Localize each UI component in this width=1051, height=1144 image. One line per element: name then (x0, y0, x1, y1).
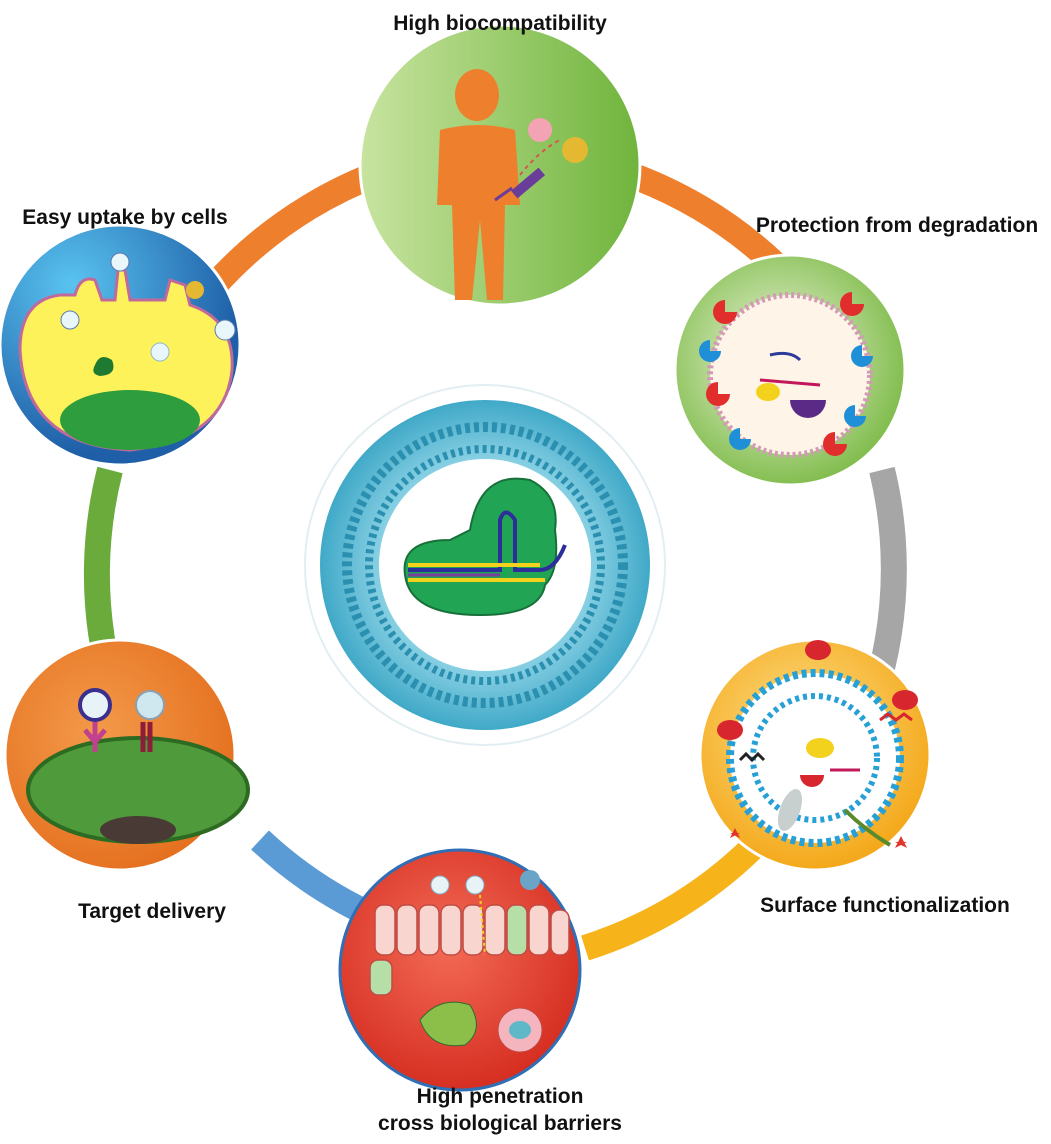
label-protection-from-degradation: Protection from degradation (756, 214, 1038, 237)
human-silhouette-icon (437, 69, 520, 300)
protease-pacman-icon (729, 428, 751, 450)
ring-segment-right (869, 466, 907, 672)
ligand-icon (717, 720, 743, 740)
cargo-protein-icon (790, 400, 826, 418)
node-easy-uptake (0, 223, 242, 467)
pathogen-icon (528, 118, 552, 142)
protease-pacman-icon (851, 345, 873, 367)
nucleus-icon (100, 816, 176, 844)
liposome-outer-bilayer (342, 422, 628, 708)
label-target-delivery: Target delivery (78, 900, 226, 923)
antibody-icon (777, 789, 803, 831)
ligand-icon (805, 640, 831, 660)
nanoparticle-icon (520, 870, 540, 890)
nanoparticle-icon (465, 875, 485, 895)
nuclease-pacman-icon (713, 300, 737, 324)
immune-cell-icon (186, 281, 204, 299)
ring-segment-bottom-right (581, 830, 770, 961)
label-easy-uptake-by-cells: Easy uptake by cells (22, 206, 227, 229)
center-liposome (304, 384, 666, 746)
receptor-icon (83, 722, 107, 752)
receptor-icon (140, 722, 153, 752)
liposome-inner-bilayer (365, 445, 605, 685)
syringe-icon (494, 167, 546, 202)
immune-cell-icon (562, 137, 588, 163)
nuclease-pacman-icon (840, 292, 864, 316)
peg-chain-icon (879, 712, 913, 722)
label-high-biocompatibility: High biocompatibility (393, 12, 607, 35)
nanoparticle-icon (78, 688, 112, 722)
node-biocompatibility (358, 23, 642, 307)
node-penetration (338, 848, 582, 1092)
protease-pacman-icon (844, 405, 866, 427)
epithelial-barrier-icon (369, 904, 570, 996)
node-target-delivery (3, 638, 250, 872)
ligand-icon (892, 690, 918, 710)
label-high-penetration: High penetration (417, 1085, 584, 1108)
node-surface-functionalization (698, 638, 932, 872)
node-protection (673, 253, 907, 487)
target-cell-icon (419, 1001, 477, 1047)
label-surface-functionalization: Surface functionalization (760, 894, 1010, 917)
nuclease-pacman-icon (823, 432, 847, 456)
nanoparticle-icon (430, 875, 450, 895)
nanoparticle-icon (135, 690, 165, 720)
nuclease-pacman-icon (706, 382, 730, 406)
protease-pacman-icon (699, 340, 721, 362)
nucleus-icon (60, 390, 200, 450)
peg-chain-icon (738, 751, 766, 763)
label-cross-biological-barriers: cross biological barriers (378, 1112, 622, 1135)
guide-rna-strand (408, 510, 567, 572)
